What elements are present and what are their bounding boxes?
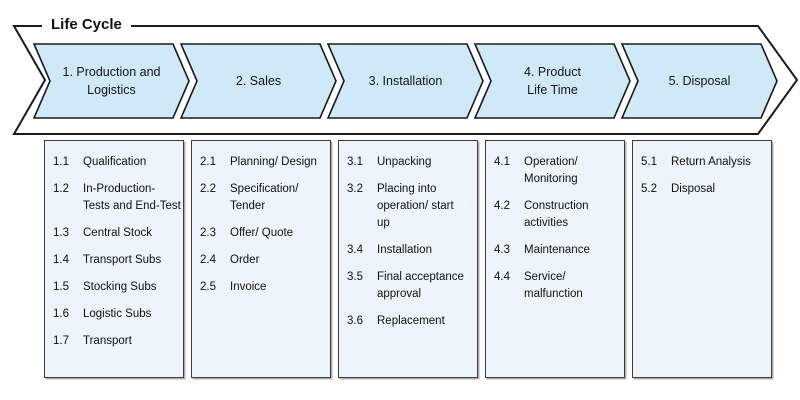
- item-number: 1.2: [53, 183, 69, 195]
- phase-item: 2.1 Planning/ Design: [200, 154, 327, 171]
- item-number: 4.4: [494, 271, 510, 283]
- phase-items-column-2: 2.1 Planning/ Design 2.2 Specification/ …: [191, 140, 331, 378]
- item-text: Maintenance: [524, 244, 590, 256]
- phase-arrow-4: [473, 43, 631, 119]
- item-text: Stocking Subs: [83, 281, 157, 293]
- item-number: 2.1: [200, 156, 216, 168]
- item-text: Construction activities: [524, 200, 589, 229]
- phase-item: 4.3 Maintenance: [494, 242, 621, 259]
- phase-item: 4.4 Service/ malfunction: [494, 269, 621, 303]
- phase-item: 3.1 Unpacking: [347, 154, 474, 171]
- phase-items-column-1: 1.1 Qualification 1.2 In-Production- Tes…: [44, 140, 184, 378]
- phase-item: 1.7 Transport: [53, 333, 180, 350]
- item-number: 3.4: [347, 244, 363, 256]
- item-number: 4.2: [494, 200, 510, 212]
- phase-item: 4.1 Operation/ Monitoring: [494, 154, 621, 188]
- item-number: 2.4: [200, 254, 216, 266]
- phase-item: 1.2 In-Production- Tests and End-Test: [53, 181, 181, 215]
- item-number: 1.6: [53, 308, 69, 320]
- item-number: 3.5: [347, 271, 363, 283]
- item-text: Final acceptance approval: [377, 271, 464, 300]
- phase-item: 2.3 Offer/ Quote: [200, 225, 327, 242]
- item-number: 5.2: [641, 183, 657, 195]
- item-text: Offer/ Quote: [230, 227, 294, 239]
- phase-item: 5.2 Disposal: [641, 181, 768, 198]
- item-text: Replacement: [377, 315, 445, 327]
- item-text: Disposal: [671, 183, 716, 195]
- item-number: 3.2: [347, 183, 363, 195]
- phase-item: 3.2 Placing into operation/ start up: [347, 181, 474, 232]
- item-text: Planning/ Design: [230, 156, 317, 168]
- item-number: 3.1: [347, 156, 363, 168]
- item-number: 3.6: [347, 315, 363, 327]
- phase-item: 5.1 Return Analysis: [641, 154, 768, 171]
- phase-item: 3.4 Installation: [347, 242, 474, 259]
- item-number: 2.2: [200, 183, 216, 195]
- phase-item: 1.5 Stocking Subs: [53, 279, 180, 296]
- phase-item: 2.5 Invoice: [200, 279, 327, 296]
- item-number: 2.5: [200, 281, 216, 293]
- item-text: Specification/ Tender: [230, 183, 299, 212]
- item-text: Invoice: [230, 281, 267, 293]
- phase-item: 2.4 Order: [200, 252, 327, 269]
- item-number: 1.3: [53, 227, 69, 239]
- item-text: Order: [230, 254, 260, 266]
- phase-arrow-1: [32, 43, 190, 119]
- item-text: Placing into operation/ start up: [377, 183, 454, 229]
- item-number: 1.1: [53, 156, 69, 168]
- phase-item: 1.3 Central Stock: [53, 225, 180, 242]
- item-text: Unpacking: [377, 156, 432, 168]
- phase-arrow-5: [620, 43, 778, 119]
- phase-item: 1.4 Transport Subs: [53, 252, 180, 269]
- item-number: 2.3: [200, 227, 216, 239]
- item-text: Installation: [377, 244, 432, 256]
- phase-item: 1.6 Logistic Subs: [53, 306, 180, 323]
- item-text: Return Analysis: [671, 156, 751, 168]
- item-text: Operation/ Monitoring: [524, 156, 578, 185]
- item-number: 4.3: [494, 244, 510, 256]
- item-text: Central Stock: [83, 227, 153, 239]
- item-text: In-Production- Tests and End-Test: [83, 183, 181, 212]
- phase-item: 2.2 Specification/ Tender: [200, 181, 327, 215]
- phase-item: 1.1 Qualification: [53, 154, 180, 171]
- diagram-title: Life Cycle: [42, 15, 131, 35]
- item-text: Service/ malfunction: [524, 271, 583, 300]
- item-number: 4.1: [494, 156, 510, 168]
- phase-item: 3.5 Final acceptance approval: [347, 269, 474, 303]
- item-text: Transport Subs: [83, 254, 162, 266]
- phase-arrow-3: [326, 43, 484, 119]
- item-number: 5.1: [641, 156, 657, 168]
- phase-arrow-2: [179, 43, 337, 119]
- phase-item: 3.6 Replacement: [347, 313, 474, 330]
- phase-items-column-3: 3.1 Unpacking 3.2 Placing into operation…: [338, 140, 478, 378]
- phase-items-column-5: 5.1 Return Analysis 5.2 Disposal: [632, 140, 772, 378]
- phase-items-column-4: 4.1 Operation/ Monitoring 4.2 Constructi…: [485, 140, 625, 378]
- item-number: 1.4: [53, 254, 69, 266]
- item-number: 1.7: [53, 335, 69, 347]
- item-text: Qualification: [83, 156, 147, 168]
- phase-item: 4.2 Construction activities: [494, 198, 621, 232]
- item-text: Logistic Subs: [83, 308, 152, 320]
- item-text: Transport: [83, 335, 132, 347]
- process-band-graphic: [12, 25, 799, 135]
- item-number: 1.5: [53, 281, 69, 293]
